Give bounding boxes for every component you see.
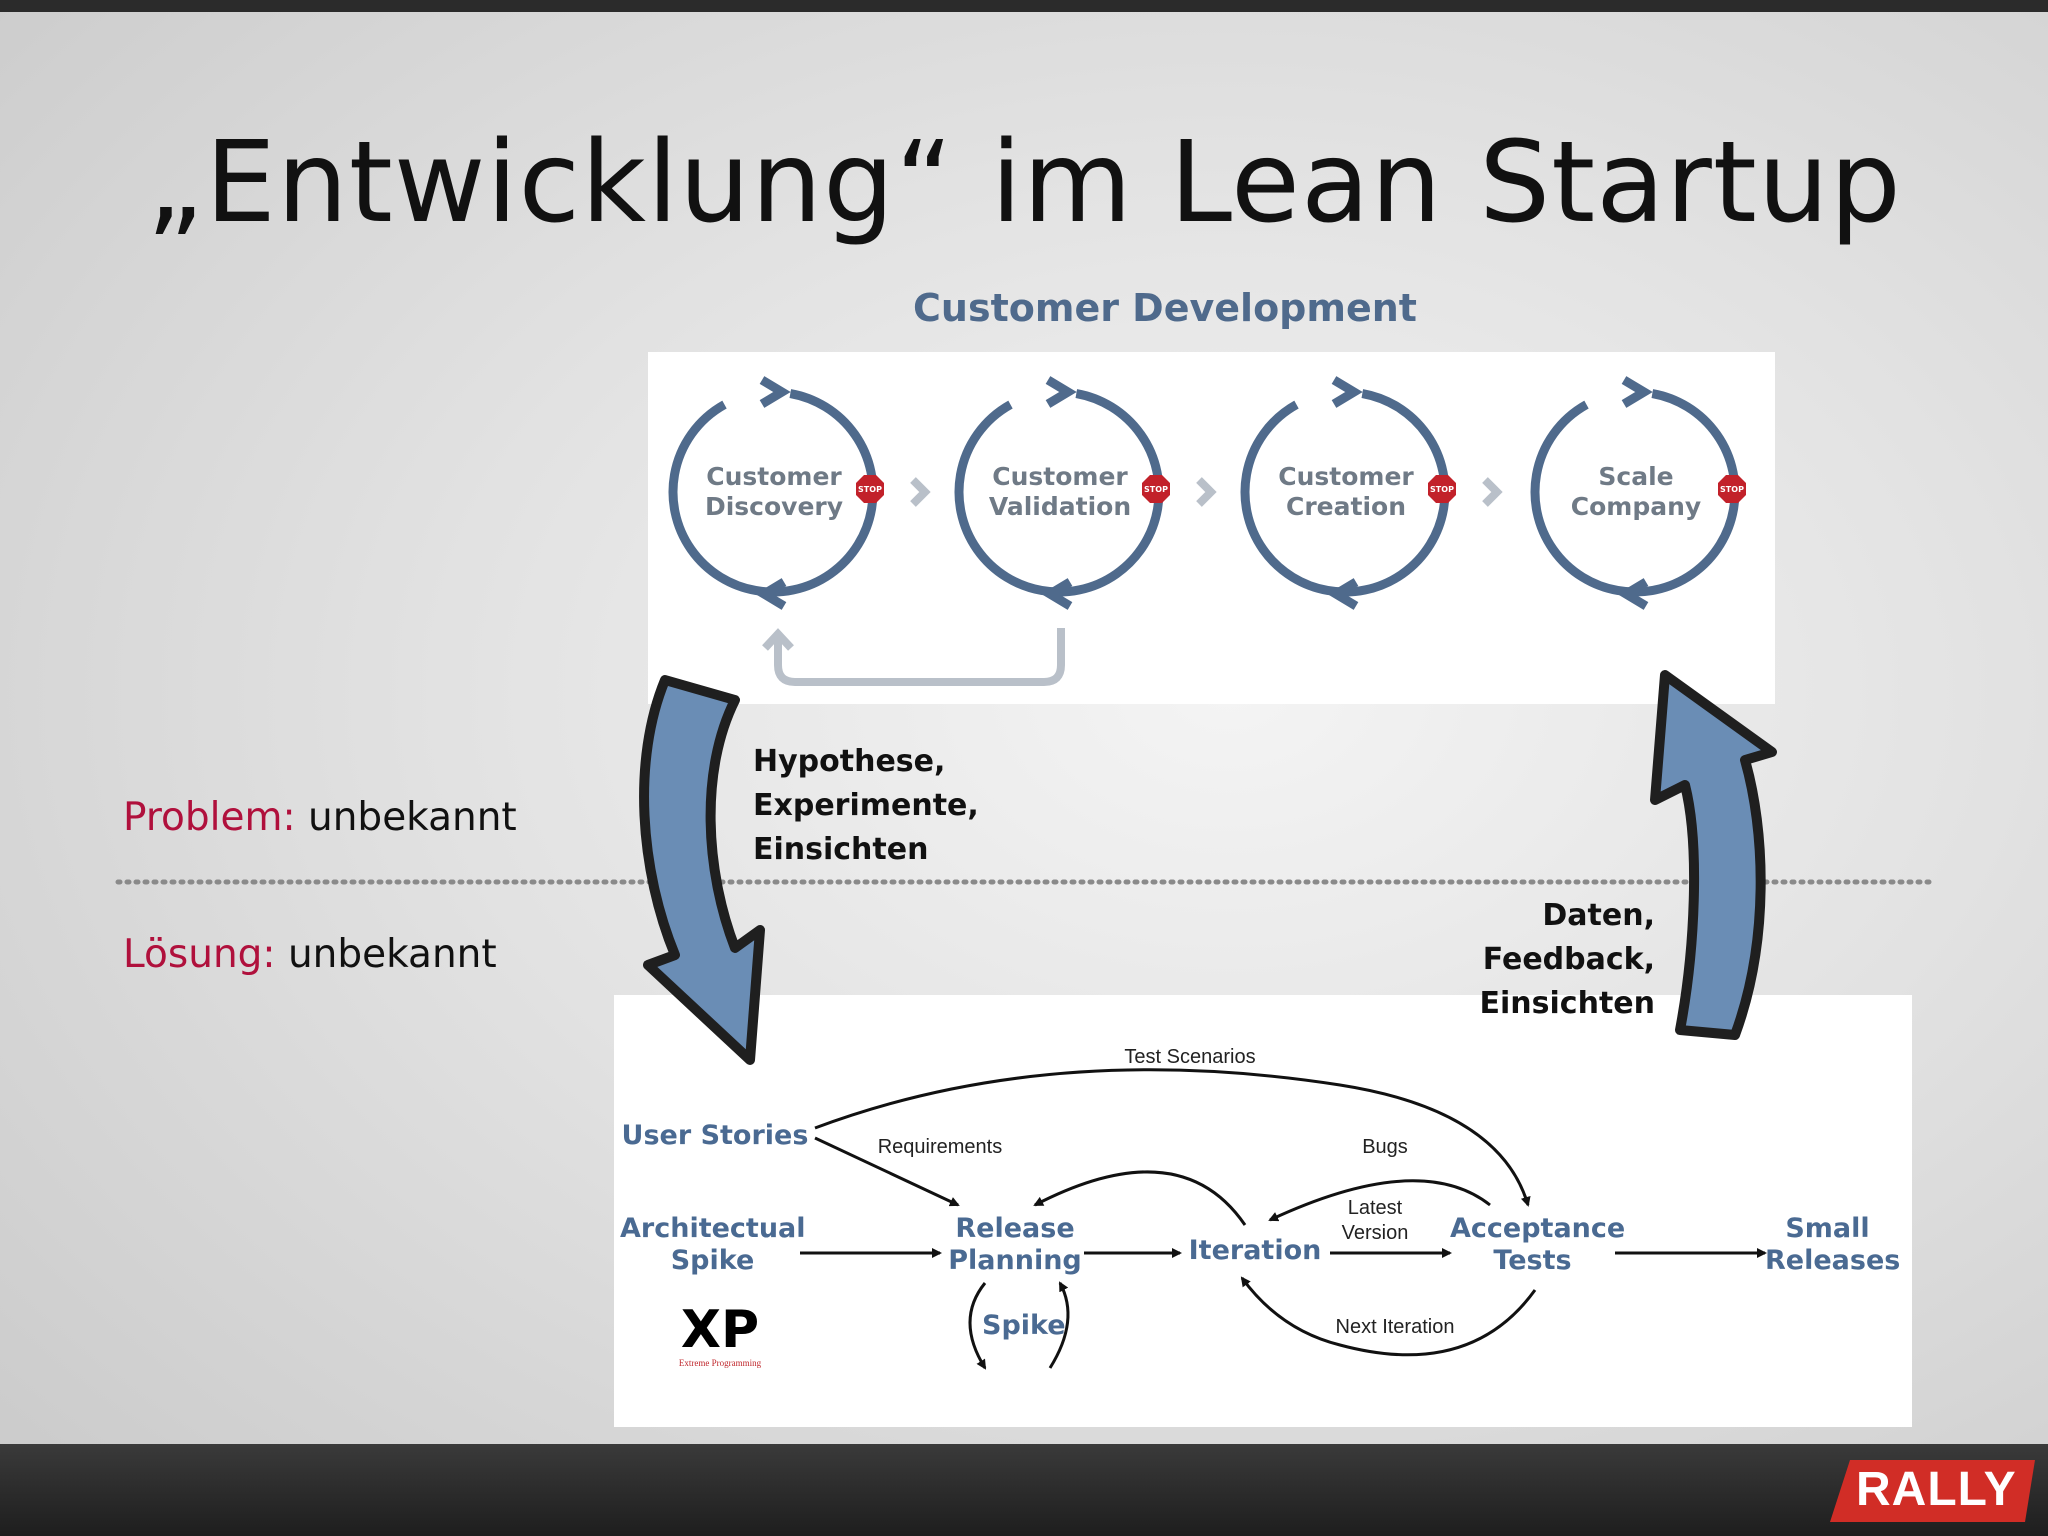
node-user-stories: User Stories — [621, 1120, 809, 1151]
slide-title: „Entwicklung“ im Lean Startup — [146, 118, 1902, 248]
stop-sign — [856, 475, 884, 503]
rally-logo-badge — [1830, 1460, 2035, 1522]
edge-test-scenarios — [814, 1068, 1531, 1207]
stop-sign-label: STOP — [1430, 485, 1454, 494]
node-iteration: Iteration — [1188, 1235, 1322, 1266]
edge-next-iteration — [1240, 1276, 1537, 1357]
arrow-data-up — [1650, 670, 1777, 1040]
stop-sign-label: STOP — [858, 485, 882, 494]
cycle-customer-discovery — [668, 376, 931, 610]
stop-sign-label: STOP — [1720, 485, 1744, 494]
edge-bugs-feedback — [1033, 1170, 1247, 1226]
node-spike: Spike — [982, 1310, 1066, 1341]
edge-label-requirements: Requirements — [877, 1136, 1003, 1158]
validation-return-loop — [774, 628, 1065, 686]
stop-sign — [1718, 475, 1746, 503]
edge-spike-up — [1048, 1281, 1070, 1369]
bottom-bar — [0, 1444, 2048, 1536]
edge-spike-down — [968, 1282, 987, 1370]
edge-bugs — [1268, 1179, 1491, 1222]
note-data-feedback: Daten,Feedback,Einsichten — [1479, 898, 1655, 1021]
note-hypothesis: Hypothese,Experimente,Einsichten — [753, 744, 979, 867]
problem-label: Problem: unbekannt — [123, 795, 517, 840]
arrow-hypothesis-down — [639, 675, 765, 1065]
rally-logo-text: RALLY — [1856, 1463, 2017, 1516]
cycle-customer-validation — [954, 376, 1217, 610]
xp-logo: XP Extreme Programming — [678, 1300, 762, 1368]
cycle-scale-company — [1530, 376, 1746, 610]
edge-label-next-iteration: Next Iteration — [1335, 1316, 1455, 1338]
xp-diagram-panel — [614, 995, 1912, 1427]
edge-requirements — [814, 1136, 960, 1207]
stop-sign-label: STOP — [1144, 485, 1168, 494]
stop-sign — [1142, 475, 1170, 503]
customer-development-title: Customer Development — [913, 286, 1417, 330]
solution-label: Lösung: unbekannt — [123, 932, 497, 977]
stop-sign — [1428, 475, 1456, 503]
cycle-customer-creation — [1240, 376, 1503, 610]
edge-label-bugs: Bugs — [1362, 1136, 1408, 1158]
edge-label-test-scenarios: Test Scenarios — [1124, 1046, 1256, 1068]
top-bar — [0, 0, 2048, 12]
